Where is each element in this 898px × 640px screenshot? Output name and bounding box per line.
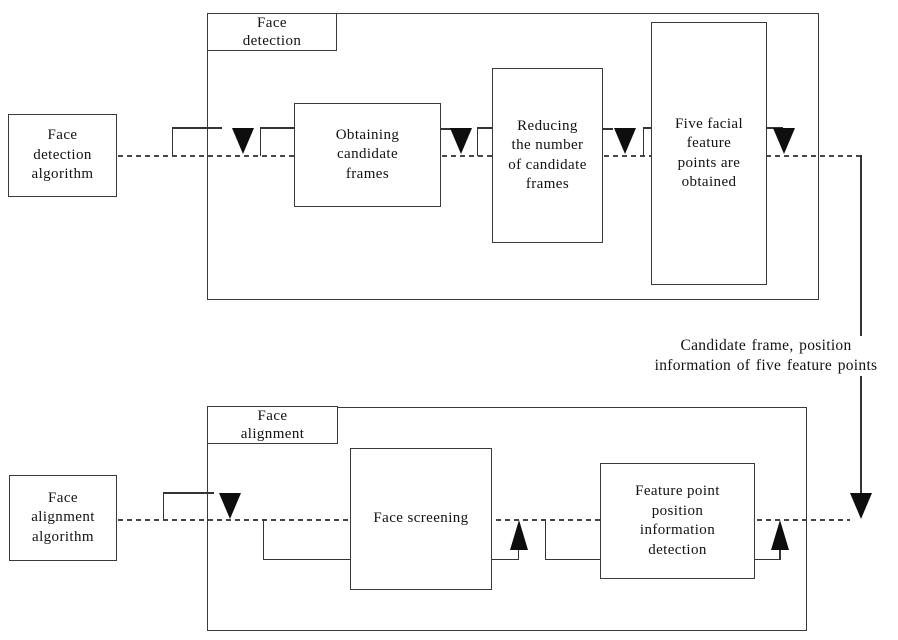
reducing-candidate-frames-text: Reducing the number of candidate frames [508,117,587,193]
face-alignment-group-frame [207,407,807,631]
face-alignment-group-label-text: Face alignment [240,407,305,443]
reducing-candidate-frames-box: Reducing the number of candidate frames [492,68,603,243]
connector-line [441,128,451,130]
face-detection-algorithm-box: Face detection algorithm [8,114,117,197]
connector-line [517,549,520,560]
connector-line [162,492,214,494]
feature-point-detection-box: Feature point position information detec… [600,463,755,579]
arrow-down-icon [850,493,872,519]
face-alignment-algorithm-text: Face alignment algorithm [31,489,95,545]
face-detection-group-label-text: Face detection [242,14,302,50]
face-screening-box: Face screening [350,448,492,590]
connector-line [259,127,295,129]
connector-line [603,128,613,130]
connector-line [162,492,164,520]
connector-line [171,127,222,129]
obtaining-candidate-frames-text: Obtaining candidate frames [335,126,400,182]
arrow-down-icon [232,128,254,154]
connector-line [544,558,601,560]
obtaining-candidate-frames-box: Obtaining candidate frames [294,103,441,207]
top-dashed-flow-line [118,155,861,157]
face-alignment-group-label: Face alignment [207,406,338,444]
connector-line [262,519,264,560]
connector-line [779,549,781,560]
arrow-up-icon [509,520,528,550]
connector-line [476,127,493,129]
right-vertical-connector-line [860,155,862,493]
five-facial-feature-points-text: Five facial feature points are obtained [674,115,744,191]
five-facial-feature-points-box: Five facial feature points are obtained [651,22,767,285]
connector-line [171,127,173,156]
arrow-down-icon [614,128,636,154]
connector-line [642,127,644,156]
face-detection-algorithm-text: Face detection algorithm [31,127,94,183]
feature-point-detection-text: Feature point position information detec… [635,483,720,558]
connector-line [642,127,652,129]
candidate-frame-annotation: Candidate frame, position information of… [628,336,898,376]
arrow-up-icon [771,520,789,550]
connector-line [476,127,478,156]
face-alignment-algorithm-box: Face alignment algorithm [9,475,117,561]
connector-line [262,558,351,560]
connector-line [755,558,781,560]
connector-line [767,127,783,129]
arrow-down-icon [450,128,472,154]
face-screening-text: Face screening [373,510,469,527]
arrow-down-icon [773,128,795,154]
connector-line [544,519,546,560]
face-detection-group-label: Face detection [207,13,337,51]
face-detection-group-frame [207,13,819,300]
connector-line [492,558,519,560]
arrow-down-icon [219,493,241,519]
connector-line [259,127,261,156]
